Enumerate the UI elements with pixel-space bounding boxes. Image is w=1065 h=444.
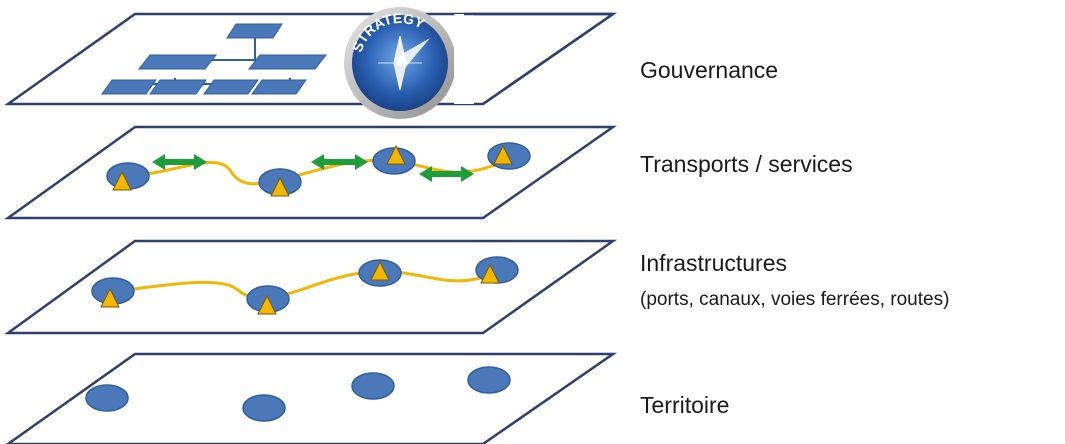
transport-node [487,142,531,170]
governance-label: Gouvernance [640,57,779,83]
service-arrows [152,154,474,182]
transport-layer [4,125,617,220]
infrastructure-label: Infrastructures [640,250,787,276]
org-chart-icon [101,23,328,95]
triangle-marker [270,176,290,197]
service-arrow [152,154,207,170]
triangle-marker [493,144,513,165]
territory-nodes [85,366,511,422]
infrastructure-route [107,268,499,301]
service-arrow [311,154,368,170]
territory-plane [5,352,618,444]
governance-layer: STRATEGY [4,7,618,119]
territory-label: Territoire [640,392,730,418]
triangle-marker [100,287,120,308]
transport-triangles [112,144,513,197]
triangle-marker [370,260,390,281]
triangle-marker [112,170,132,191]
transport-label: Transports / services [640,151,853,177]
infrastructure-triangles [100,260,500,315]
triangle-marker [480,263,500,284]
territory-node [242,394,286,422]
territory-node [85,384,129,412]
territory-node [467,366,511,394]
triangle-marker [386,144,406,165]
territory-layer [5,352,618,444]
strategy-compass-icon: STRATEGY [344,7,474,119]
infrastructure-layer [4,239,617,335]
territory-node [351,372,395,400]
infrastructure-sublabel: (ports, canaux, voies ferrées, routes) [640,289,950,310]
service-arrow [419,166,474,182]
triangle-marker [257,294,277,315]
